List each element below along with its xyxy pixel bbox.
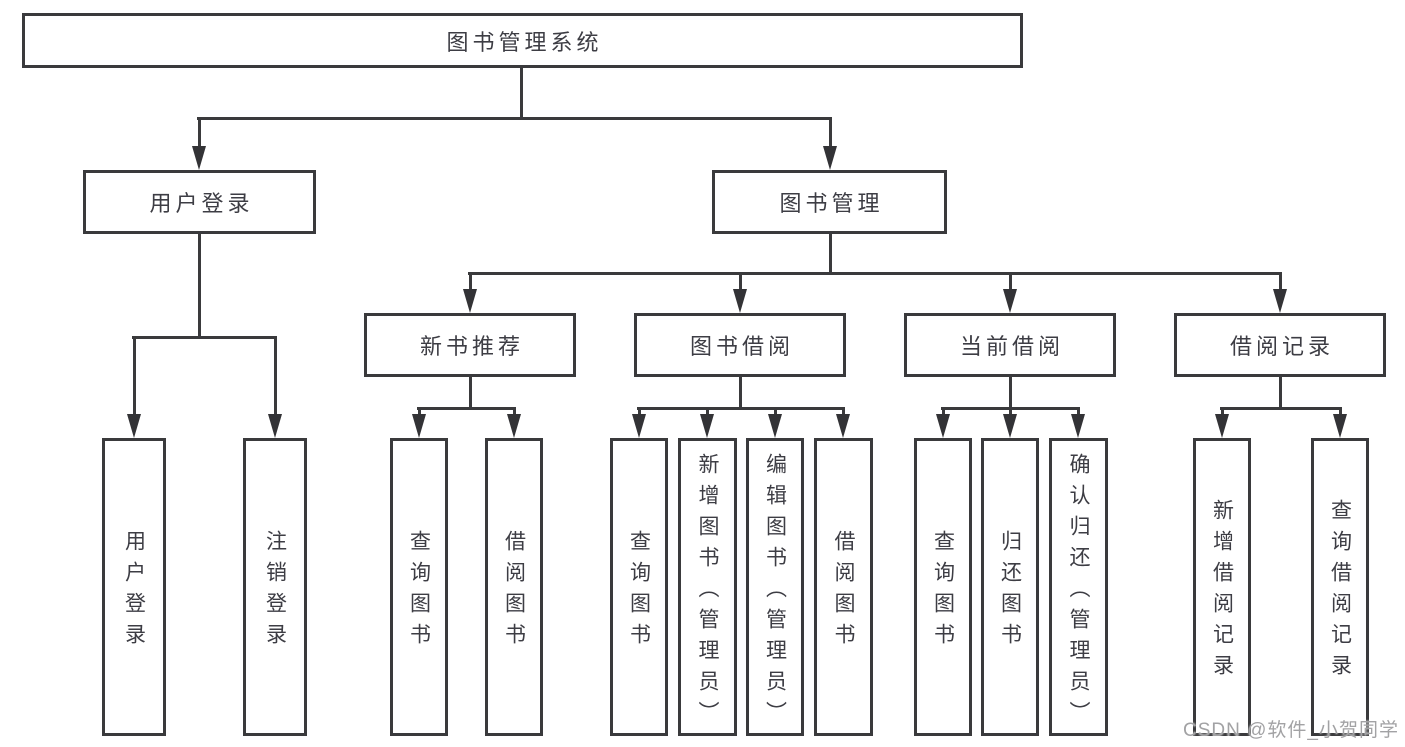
arrow-down-icon (1273, 289, 1287, 313)
arrow-down-icon (1215, 414, 1229, 438)
leaf-bb-add-books-admin: 新增图书（管理员） (678, 438, 737, 736)
connector-leaf (513, 407, 516, 414)
leaf-user-login: 用户登录 (102, 438, 166, 736)
connector-borrow-record-stem (1279, 377, 1282, 410)
arrow-down-icon (632, 414, 646, 438)
leaf-logout: 注销登录 (243, 438, 307, 736)
node-library-management-system: 图书管理系统 (22, 13, 1023, 68)
connector-leaf (942, 407, 945, 414)
connector-user-login-branch (132, 336, 277, 339)
arrow-down-icon (268, 414, 282, 438)
node-borrowing-records: 借阅记录 (1174, 313, 1386, 377)
arrow-down-icon (127, 414, 141, 438)
arrow-down-icon (1003, 289, 1017, 313)
connector-root-branch (197, 117, 832, 120)
connector-to-book-mgmt (829, 117, 832, 147)
connector-leaf (1077, 407, 1080, 414)
connector-book-mgmt-stem (829, 234, 832, 275)
connector-root-stem (520, 68, 523, 120)
connector-leaf (706, 407, 709, 414)
leaf-bb-edit-books-admin: 编辑图书（管理员） (746, 438, 804, 736)
arrow-down-icon (507, 414, 521, 438)
connector-to-current-borrow (1009, 272, 1012, 289)
arrow-down-icon (463, 289, 477, 313)
connector-to-new-book (469, 272, 472, 289)
connector-to-borrow-record (1279, 272, 1282, 289)
connector-to-book-borrow (739, 272, 742, 289)
leaf-nb-query-books: 查询图书 (390, 438, 448, 736)
node-current-borrowing: 当前借阅 (904, 313, 1116, 377)
arrow-down-icon (936, 414, 950, 438)
connector-leaf (1009, 407, 1012, 414)
connector-leaf (842, 407, 845, 414)
leaf-cb-query-books: 查询图书 (914, 438, 972, 736)
arrow-down-icon (1003, 414, 1017, 438)
node-new-book-recommend: 新书推荐 (364, 313, 576, 377)
connector-book-borrow-stem (739, 377, 742, 410)
connector-leaf (1339, 407, 1342, 414)
node-book-borrowing: 图书借阅 (634, 313, 846, 377)
connector-book-mgmt-branch (468, 272, 1282, 275)
arrow-down-icon (700, 414, 714, 438)
arrow-down-icon (1071, 414, 1085, 438)
connector-to-user-login (198, 117, 201, 147)
leaf-rec-add-record: 新增借阅记录 (1193, 438, 1251, 736)
arrow-down-icon (192, 146, 206, 170)
connector-to-leaf-user-login (133, 336, 136, 414)
leaf-cb-return-books: 归还图书 (981, 438, 1039, 736)
connector-leaf (638, 407, 641, 414)
arrow-down-icon (836, 414, 850, 438)
leaf-rec-query-record: 查询借阅记录 (1311, 438, 1369, 736)
leaf-nb-borrow-books: 借阅图书 (485, 438, 543, 736)
connector-new-book-branch (417, 407, 516, 410)
watermark: CSDN @软件_小贺同学 (1183, 720, 1399, 741)
connector-new-book-stem (469, 377, 472, 410)
connector-user-login-stem (198, 234, 201, 339)
arrow-down-icon (1333, 414, 1347, 438)
connector-to-leaf-logout (274, 336, 277, 414)
arrow-down-icon (733, 289, 747, 313)
arrow-down-icon (823, 146, 837, 170)
arrow-down-icon (412, 414, 426, 438)
node-book-management: 图书管理 (712, 170, 947, 234)
leaf-bb-borrow-books: 借阅图书 (814, 438, 873, 736)
connector-leaf (418, 407, 421, 414)
leaf-cb-confirm-return-admin: 确认归还（管理员） (1049, 438, 1108, 736)
leaf-bb-query-books: 查询图书 (610, 438, 668, 736)
connector-borrow-record-branch (1220, 407, 1342, 410)
arrow-down-icon (768, 414, 782, 438)
connector-leaf (774, 407, 777, 414)
connector-book-borrow-branch (637, 407, 845, 410)
connector-leaf (1221, 407, 1224, 414)
node-user-login: 用户登录 (83, 170, 316, 234)
connector-current-borrow-stem (1009, 377, 1012, 410)
